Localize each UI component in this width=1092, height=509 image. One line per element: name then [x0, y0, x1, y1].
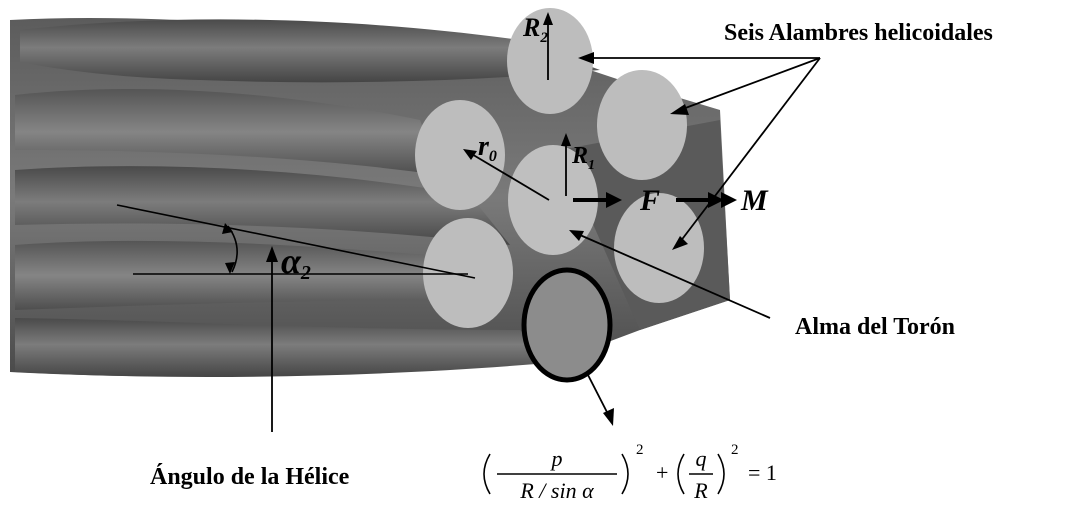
- wire-top: [507, 8, 593, 114]
- label-wires: Seis Alambres helicoidales: [724, 20, 993, 46]
- wire-core: [508, 145, 598, 255]
- wire-cross-sections: [415, 8, 704, 383]
- wire-lower-left: [423, 218, 513, 328]
- symbol-R2: R2: [522, 13, 548, 46]
- eq-plus: +: [656, 460, 668, 485]
- symbol-M: M: [740, 184, 769, 217]
- strand-lower-mid: [15, 240, 440, 310]
- wire-upper-left: [415, 100, 505, 210]
- strand-mid: [15, 166, 510, 245]
- symbol-F: F: [639, 184, 660, 217]
- strand-top: [20, 19, 600, 83]
- eq-q: q: [696, 446, 707, 471]
- eq-exp1: 2: [636, 442, 644, 458]
- eq-equals: = 1: [748, 460, 777, 485]
- angle-arrowhead-top: [222, 223, 233, 234]
- strand-bottom: [15, 318, 560, 377]
- symbol-alpha2: α2: [281, 241, 311, 284]
- eq-exp2: 2: [731, 442, 739, 458]
- symbol-r0: r0: [478, 131, 497, 165]
- symbol-R1: R1: [571, 143, 595, 173]
- wire-lower-right: [614, 193, 704, 303]
- wire-outlined-ellipse: [521, 267, 613, 383]
- force-arrow: [573, 192, 622, 208]
- moment-arrow: [676, 192, 737, 208]
- pointer-arrows: [271, 18, 821, 432]
- eq-R: R: [693, 478, 708, 503]
- label-core: Alma del Torón: [795, 314, 955, 340]
- wire-upper-right: [597, 70, 687, 180]
- angle-arrowhead-bottom: [225, 262, 235, 274]
- rope-body: [10, 18, 730, 377]
- strand-upper-mid: [15, 89, 440, 175]
- ellipse-equation: p R / sin α 2 + q R 2 = 1: [483, 442, 777, 503]
- label-helix-angle: Ángulo de la Hélice: [150, 464, 350, 490]
- eq-denominator: R / sin α: [519, 478, 594, 503]
- arrowheads: [266, 12, 689, 426]
- eq-p: p: [550, 446, 563, 471]
